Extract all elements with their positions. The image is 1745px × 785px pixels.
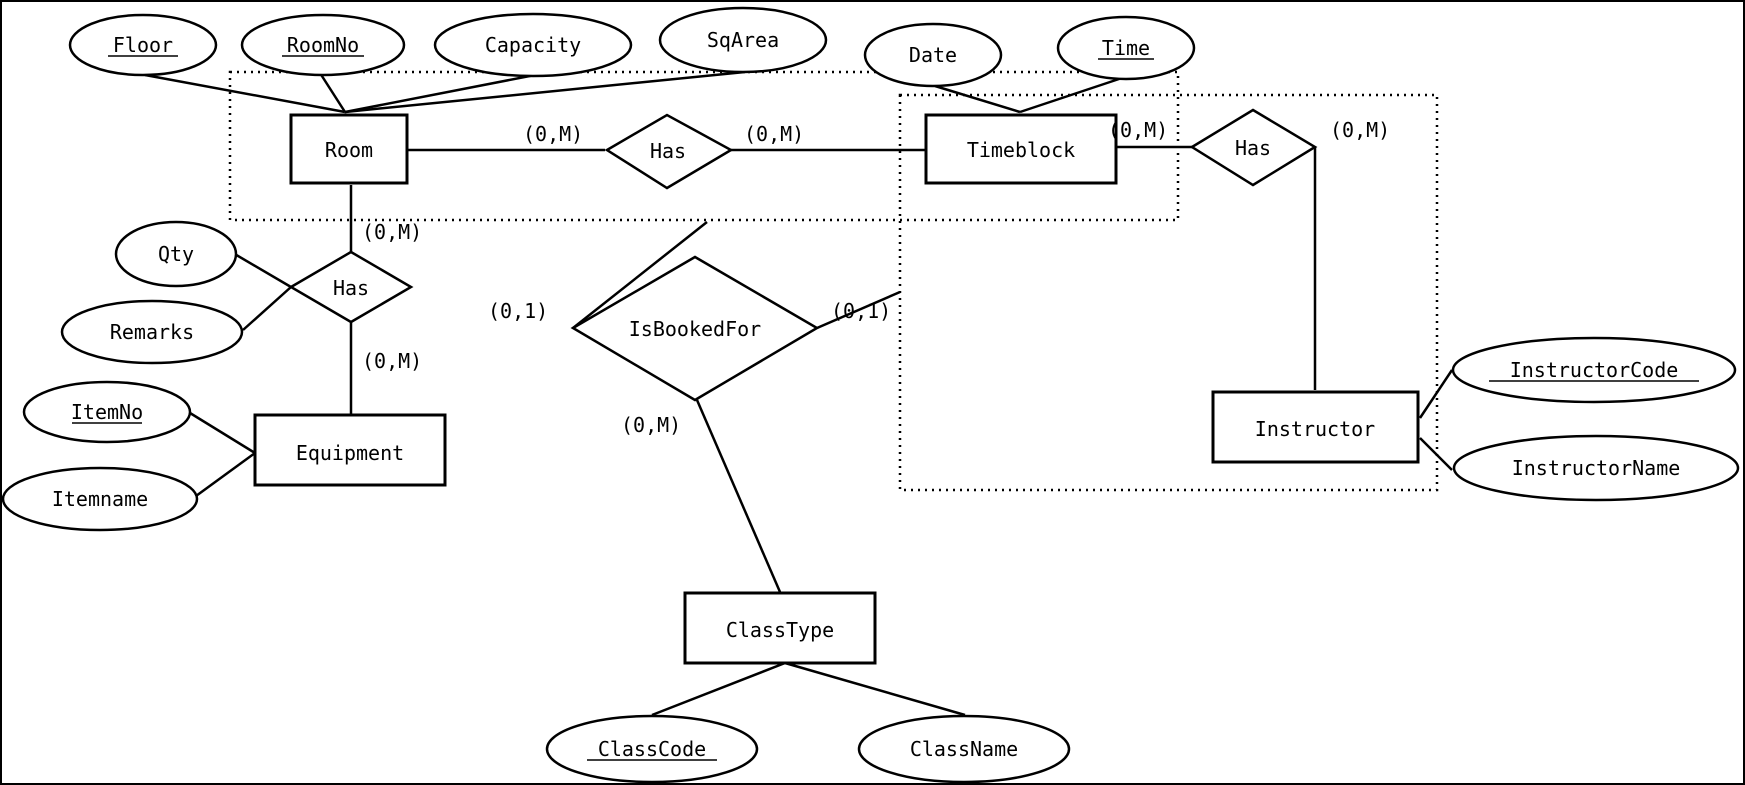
cardinality-room-has-right: (0,M) [744, 122, 804, 146]
cardinality-room-equipment-top: (0,M) [362, 220, 422, 244]
relationship-room-timeblock: Has [604, 113, 734, 190]
attribute-roomno: RoomNo [240, 13, 406, 77]
attribute-instructorcode: InstructorCode [1451, 336, 1737, 404]
attribute-date-label: Date [909, 43, 957, 67]
attribute-capacity: Capacity [433, 12, 633, 78]
cardinality-timeblock-has-left: (0,M) [1108, 118, 1168, 142]
cardinality-room-equipment-bottom: (0,M) [362, 349, 422, 373]
connector-lines [144, 70, 1454, 717]
relationship-timeblock-instructor: Has [1189, 108, 1318, 187]
attribute-date: Date [863, 22, 1003, 88]
attribute-classcode: ClassCode [545, 714, 759, 784]
relationship-timeblock-instructor-label: Has [1235, 136, 1271, 160]
relationship-isbookedfor-label: IsBookedFor [629, 317, 761, 341]
relationship-room-timeblock-label: Has [650, 139, 686, 163]
relationship-room-equipment: Has [288, 250, 414, 324]
relationship-isbookedfor: IsBookedFor [570, 255, 820, 402]
attribute-floor-label: Floor [113, 33, 173, 57]
attribute-instructorname-label: InstructorName [1512, 456, 1681, 480]
attribute-roomno-label: RoomNo [287, 33, 359, 57]
attribute-sqarea: SqArea [658, 6, 828, 74]
attribute-remarks: Remarks [60, 299, 244, 365]
entity-classtype-label: ClassType [726, 618, 834, 642]
cardinality-room-has-left: (0,M) [523, 122, 583, 146]
attribute-itemno-label: ItemNo [71, 400, 143, 424]
cardinality-booking-right: (0,1) [831, 299, 891, 323]
entity-timeblock-label: Timeblock [967, 138, 1075, 162]
relationship-room-equipment-label: Has [333, 276, 369, 300]
attribute-remarks-label: Remarks [110, 320, 194, 344]
attribute-classname: ClassName [857, 714, 1071, 784]
attribute-classcode-label: ClassCode [598, 737, 706, 761]
entity-instructor-label: Instructor [1255, 417, 1375, 441]
attribute-itemno: ItemNo [22, 380, 192, 444]
cardinality-booking-left: (0,1) [488, 299, 548, 323]
attribute-qty: Qty [114, 220, 238, 288]
attribute-classname-label: ClassName [910, 737, 1018, 761]
entity-room-label: Room [325, 138, 373, 162]
attribute-time-label: Time [1102, 36, 1150, 60]
attribute-itemname-label: Itemname [52, 487, 148, 511]
attribute-floor: Floor [68, 13, 218, 77]
attribute-instructorname: InstructorName [1452, 434, 1740, 502]
attribute-time: Time [1056, 15, 1196, 81]
entity-equipment: Equipment [253, 413, 447, 487]
entity-classtype: ClassType [683, 591, 877, 665]
entity-equipment-label: Equipment [296, 441, 404, 465]
cardinality-timeblock-has-right: (0,M) [1330, 118, 1390, 142]
attribute-qty-label: Qty [158, 242, 194, 266]
entity-instructor: Instructor [1211, 390, 1420, 464]
entity-room: Room [289, 113, 409, 185]
attribute-sqarea-label: SqArea [707, 28, 779, 52]
attribute-instructorcode-label: InstructorCode [1510, 358, 1679, 382]
attribute-capacity-label: Capacity [485, 33, 581, 57]
entity-timeblock: Timeblock [924, 113, 1118, 185]
cardinality-booking-bottom: (0,M) [621, 413, 681, 437]
attribute-itemname: Itemname [1, 466, 199, 532]
